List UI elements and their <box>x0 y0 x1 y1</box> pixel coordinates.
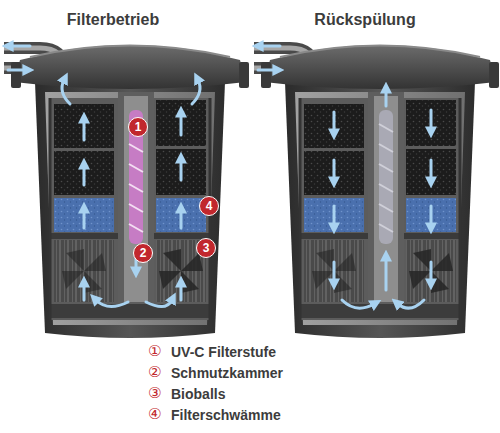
flow-arrows <box>8 46 200 307</box>
callout-circle: 4 <box>199 196 219 216</box>
filter-cutaway <box>4 45 249 338</box>
callout-circle: 3 <box>196 238 216 258</box>
flow-arrows <box>258 46 431 308</box>
callout-circle: 2 <box>133 243 153 263</box>
callout-number: 2 <box>140 247 147 259</box>
key-number: ③ <box>148 385 161 402</box>
key-text: Schmutzkammer <box>171 365 283 381</box>
callout-circle: 1 <box>128 117 148 137</box>
panel-heading: Filterbetrieb <box>67 11 159 29</box>
callout-number: 4 <box>206 200 213 212</box>
key-text: Filterschwämme <box>171 407 281 423</box>
key-number: ④ <box>148 406 161 423</box>
key-number: ① <box>148 343 161 360</box>
key-text: UV-C Filterstufe <box>171 344 276 360</box>
key-text: Bioballs <box>171 386 225 402</box>
key-number: ② <box>148 364 161 381</box>
callout-number: 3 <box>203 242 210 254</box>
callout-number: 1 <box>135 121 142 133</box>
panel-heading: Rückspülung <box>314 11 415 29</box>
filter-cutaway <box>254 45 499 338</box>
uv-lamp <box>379 110 393 244</box>
